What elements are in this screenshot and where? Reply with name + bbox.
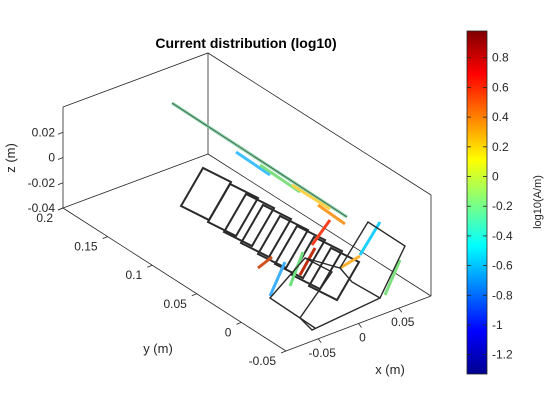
y-tick-mark — [57, 207, 64, 211]
current-segment — [235, 150, 271, 177]
x-tick-labels: -0.05 0 0.05 — [309, 315, 415, 360]
current-segment — [310, 219, 332, 246]
z-tick-mark — [57, 182, 64, 186]
z-tick-label: -0.02 — [28, 176, 56, 190]
current-segment — [257, 255, 273, 270]
z-tick-label: -0.04 — [28, 201, 56, 215]
z-tick-label: 0.02 — [32, 125, 56, 139]
y-tick-label: 0.2 — [36, 211, 53, 225]
current-segment — [291, 183, 331, 211]
axes-floor-back-left — [62, 153, 209, 209]
x-tick-label: 0 — [359, 331, 366, 345]
current-segment — [298, 247, 317, 276]
y-tick-label: 0 — [225, 325, 232, 339]
current-segment — [383, 259, 402, 296]
x-tick-mark — [358, 323, 362, 328]
feed-strip-edge — [171, 102, 348, 218]
colorbar-tick-label: -0.6 — [492, 259, 513, 273]
colorbar-label: log10(A/m) — [532, 175, 544, 229]
y-tick-label: 0.15 — [74, 240, 98, 254]
current-segment — [268, 261, 287, 297]
patch-loop — [256, 214, 310, 270]
z-tick-mark — [57, 131, 64, 135]
y-tick-mark — [236, 322, 242, 325]
patch-loop — [179, 166, 233, 222]
x-tick-label: -0.05 — [309, 346, 337, 360]
ground-outline — [268, 257, 334, 329]
colorbar-tick-label: 0.2 — [492, 140, 509, 154]
colorbar-tick-label: -0.4 — [492, 229, 513, 243]
axes-back-edges — [62, 52, 432, 296]
ground-outline — [299, 297, 381, 331]
z-axis-label: z (m) — [3, 143, 18, 173]
y-tick-label: 0.1 — [126, 268, 143, 282]
tick-marks — [57, 131, 403, 354]
antenna-structure — [171, 101, 406, 331]
x-axis-label: x (m) — [375, 362, 405, 377]
z-tick-mark — [57, 157, 64, 160]
current-segment — [288, 251, 305, 287]
patch-loop — [307, 246, 361, 302]
axes-floor-front-left — [62, 207, 287, 352]
y-axis-label: y (m) — [143, 341, 173, 356]
colorbar — [466, 30, 488, 375]
y-tick-mark — [191, 293, 197, 297]
patch-loop — [206, 182, 260, 238]
ground-outline — [304, 221, 406, 299]
colorbar-tick-label: -0.2 — [492, 199, 513, 213]
colorbar-tick-label: 0 — [492, 170, 499, 184]
y-tick-mark — [280, 350, 287, 354]
x-tick-mark — [398, 307, 403, 313]
y-tick-mark — [147, 264, 153, 268]
x-tick-mark — [317, 338, 322, 344]
z-tick-label: 0 — [48, 151, 55, 165]
colorbar-tick-label: -1 — [492, 318, 503, 332]
colorbar-tick-label: -1.2 — [492, 348, 513, 362]
y-tick-mark — [102, 236, 108, 239]
colorbar-tick-label: 0.6 — [492, 80, 509, 94]
chart-title: Current distribution (log10) — [155, 35, 336, 51]
y-tick-label: 0.05 — [163, 297, 187, 311]
current-segment — [317, 203, 346, 226]
current-segment — [339, 254, 361, 270]
current-segment — [358, 221, 382, 256]
colorbar-tick-label: -0.8 — [492, 288, 513, 302]
y-tick-labels: -0.05 0 0.05 0.1 0.15 0.2 — [36, 211, 276, 368]
axes-box — [62, 52, 432, 352]
colorbar-tick-label: 0.4 — [492, 110, 509, 124]
colorbar-tick-label: 0.8 — [492, 51, 509, 65]
y-tick-label: -0.05 — [249, 354, 277, 368]
colorbar-ticks: 0.8 0.6 0.4 0.2 0 -0.2 -0.4 -0.6 -0.8 -1 -1.2 — [467, 51, 513, 362]
z-tick-labels: -0.04 -0.02 0 0.02 — [28, 125, 56, 215]
x-tick-label: 0.05 — [391, 315, 415, 329]
